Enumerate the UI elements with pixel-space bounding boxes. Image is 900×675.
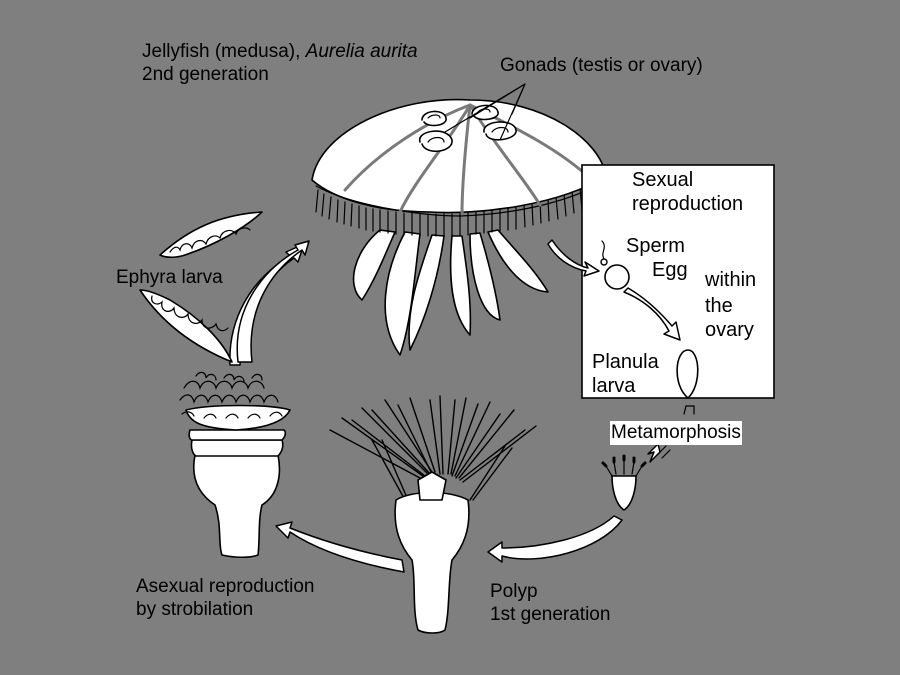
ephyra-larva-label: Ephyra larva xyxy=(116,267,223,288)
polyp-label-line1: Polyp xyxy=(490,581,538,602)
medusa-title-line1: Jellyfish (medusa), Aurelia aurita xyxy=(142,41,418,62)
within-label-line3: ovary xyxy=(705,319,754,341)
sperm-label: Sperm xyxy=(626,235,685,257)
asexual-reproduction-label-line1: Asexual reproduction xyxy=(136,576,315,597)
ephyra-larva-illustration xyxy=(139,211,263,363)
medusa-title-line2: 2nd generation xyxy=(142,64,269,85)
planula-label-line1: Planula xyxy=(592,351,659,373)
sexual-reproduction-label-line2: reproduction xyxy=(632,193,744,215)
sexual-reproduction-label-line1: Sexual xyxy=(632,169,694,191)
medusa-illustration xyxy=(311,98,607,356)
metamorphosis-label: Metamorphosis xyxy=(610,421,742,445)
polyp-illustration xyxy=(329,395,537,634)
within-label-line2: the xyxy=(705,295,733,317)
species-name: Aurelia aurita xyxy=(305,41,418,62)
small-polyp-illustration xyxy=(601,454,647,511)
gonads-label: Gonads (testis or ovary) xyxy=(500,55,703,76)
egg-icon xyxy=(604,264,630,290)
strobila-illustration xyxy=(179,371,291,559)
asexual-reproduction-label-line2: by strobilation xyxy=(136,599,254,620)
planula-larva xyxy=(676,349,699,399)
egg-label: Egg xyxy=(652,259,688,281)
polyp-label-line2: 1st generation xyxy=(490,604,611,625)
medusa-tentacles xyxy=(315,176,606,237)
sperm-icon xyxy=(600,240,608,266)
planula-label-line2: larva xyxy=(592,375,636,397)
within-label-line1: within xyxy=(705,269,757,291)
